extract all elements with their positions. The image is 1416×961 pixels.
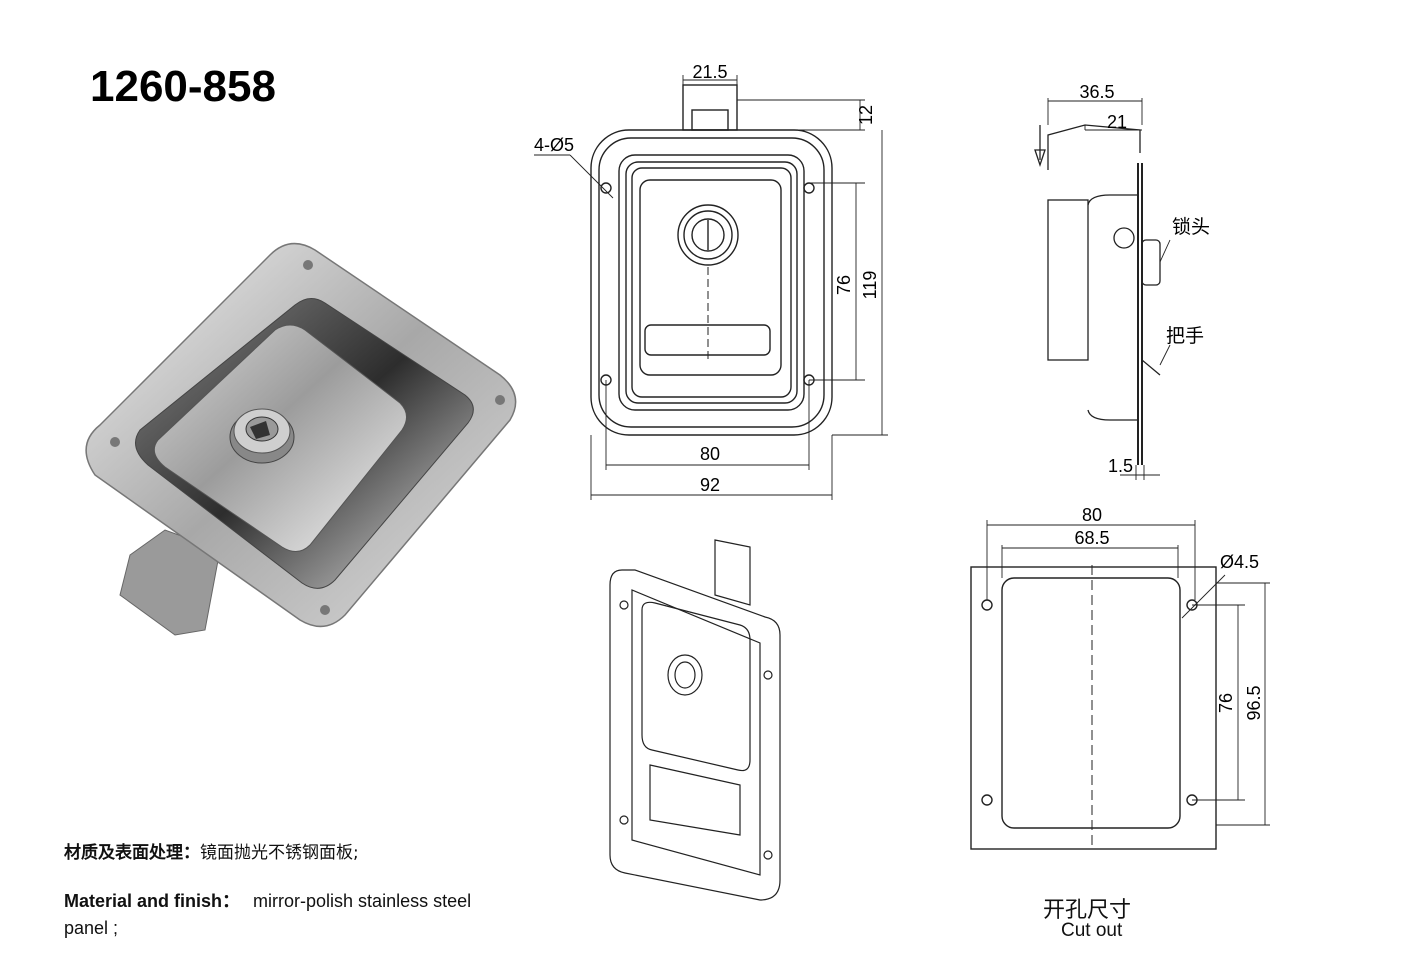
dim-cut-hole: Ø4.5 <box>1220 552 1259 572</box>
dim-36-5: 36.5 <box>1079 82 1114 102</box>
dim-92: 92 <box>700 475 720 495</box>
dim-21: 21 <box>1107 112 1127 132</box>
material-en-label: Material and finish： <box>64 891 241 911</box>
material-en-value: mirror-polish stainless steel <box>253 891 472 911</box>
dim-hole-label: 4-Ø5 <box>534 135 574 155</box>
dim-cut-76: 76 <box>1216 693 1236 713</box>
isometric-drawing <box>609 539 781 901</box>
cutout-drawing: 80 68.5 Ø4.5 76 96.5 <box>970 505 1270 850</box>
label-lock: 锁头 <box>1172 216 1210 238</box>
material-en-value2: panel ; <box>64 918 119 938</box>
model-number: 1260-858 <box>90 62 276 111</box>
label-handle: 把手 <box>1166 325 1204 347</box>
dim-21-5: 21.5 <box>692 62 727 82</box>
side-view-drawing: 36.5 21 1.5 锁头 把手 <box>1034 82 1210 480</box>
dim-1-5: 1.5 <box>1108 456 1133 476</box>
cutout-title-en: Cut out <box>1061 920 1123 941</box>
cutout-title-cn: 开孔尺寸 <box>1043 898 1132 923</box>
front-view-drawing: 21.5 12 4-Ø5 76 119 80 92 <box>534 62 888 500</box>
material-en: Material and finish： mirror-polish stain… <box>64 888 524 942</box>
material-cn-label: 材质及表面处理： <box>64 843 200 863</box>
dim-cut-80: 80 <box>1082 505 1102 525</box>
dim-80: 80 <box>700 444 720 464</box>
dim-12: 12 <box>856 105 876 125</box>
dim-76: 76 <box>834 275 854 295</box>
dim-cut-68-5: 68.5 <box>1074 528 1109 548</box>
dim-119: 119 <box>860 271 880 300</box>
dim-cut-96-5: 96.5 <box>1244 685 1264 720</box>
material-cn-value: 镜面抛光不锈钢面板; <box>200 843 359 863</box>
product-photo <box>85 242 517 636</box>
material-cn: 材质及表面处理：镜面抛光不锈钢面板; <box>64 838 359 863</box>
